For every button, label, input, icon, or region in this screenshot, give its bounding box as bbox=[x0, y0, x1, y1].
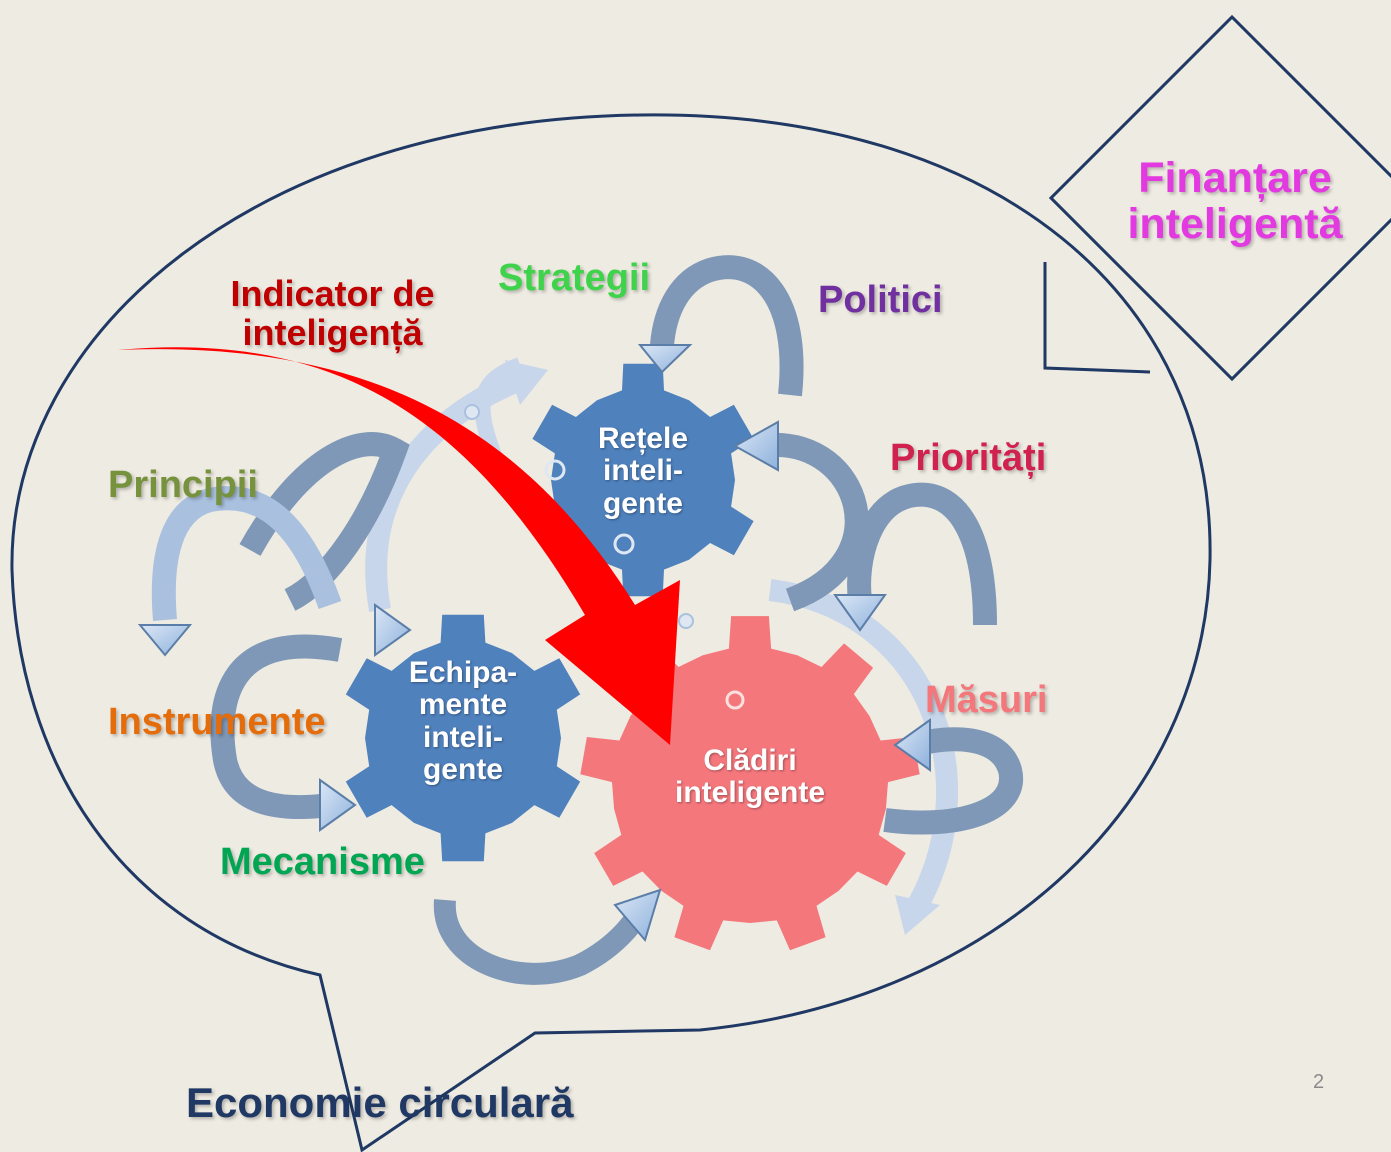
curved-arrow-masuri bbox=[883, 727, 1024, 835]
curved-arrow-instrumente bbox=[210, 634, 343, 820]
label-strategii: Strategii bbox=[498, 257, 651, 299]
faded-arrow-left bbox=[365, 369, 525, 612]
label-prioritati: Priorități bbox=[890, 437, 1047, 479]
callout-pointer bbox=[1043, 262, 1151, 374]
curved-arrow-prioritati bbox=[847, 482, 997, 626]
red-indicator-arrow bbox=[118, 347, 680, 745]
gear-label-line: Clădiri bbox=[703, 744, 797, 777]
gear-hole bbox=[613, 533, 635, 555]
arrowhead-strategii bbox=[637, 344, 693, 374]
curved-arrow-strategii bbox=[650, 255, 804, 397]
speech-bubble-outline bbox=[10, 113, 1212, 1152]
arrowhead-retele bbox=[732, 420, 779, 472]
callout-diamond bbox=[1048, 14, 1391, 382]
curved-arrow-mecanisme bbox=[433, 899, 653, 985]
label-economie-circulara: Economie circulară bbox=[186, 1079, 574, 1126]
label-indicator-de-inteligenta: Indicator de inteligență bbox=[230, 273, 435, 353]
gear-label-line: gente bbox=[422, 753, 503, 787]
label-politici: Politici bbox=[818, 279, 943, 321]
label-instrumente: Instrumente bbox=[108, 701, 326, 743]
faded-arrowhead-right bbox=[895, 895, 940, 935]
connector-dot bbox=[678, 613, 694, 629]
arrowhead-instrumente bbox=[319, 778, 357, 832]
gear-label-line: inteli- bbox=[423, 720, 503, 754]
slide-number: 2 bbox=[1313, 1071, 1325, 1093]
arrowhead-principii bbox=[137, 624, 193, 657]
arrowhead-prioritati bbox=[833, 594, 887, 632]
gear-label-cladiri: Clădiri inteligente bbox=[645, 744, 855, 810]
arrowhead-mecanisme bbox=[613, 888, 662, 943]
gear-label-line: Echipa- bbox=[408, 656, 518, 689]
arrowhead-principii-right bbox=[374, 603, 412, 657]
curved-arrow-retele-inbound bbox=[769, 432, 869, 612]
connector-dot bbox=[464, 404, 480, 420]
curved-arrow-principii-down bbox=[151, 486, 342, 621]
faded-arrow-right bbox=[768, 579, 958, 916]
gear-label-line: inteligente bbox=[674, 776, 825, 810]
gear-label-line: inteli- bbox=[603, 454, 683, 488]
label-principii: Principii bbox=[108, 464, 258, 506]
label-masuri: Măsuri bbox=[925, 679, 1048, 721]
arrowhead-masuri bbox=[893, 718, 931, 772]
gear-hole bbox=[725, 690, 745, 710]
gear-echipamente-inteligente bbox=[345, 614, 581, 862]
gear-label-line: mente bbox=[418, 688, 508, 722]
gear-label-echipamente: Echipa- mente inteli- gente bbox=[388, 656, 538, 787]
gear-label-line: gente bbox=[602, 486, 683, 520]
label-finantare-inteligenta: Finanțare inteligentă bbox=[1127, 154, 1343, 249]
gear-hole bbox=[544, 459, 566, 481]
label-mecanisme: Mecanisme bbox=[220, 841, 425, 883]
gear-label-line: Rețele bbox=[597, 422, 689, 455]
gear-label-retele: Rețele inteli- gente bbox=[568, 422, 718, 520]
